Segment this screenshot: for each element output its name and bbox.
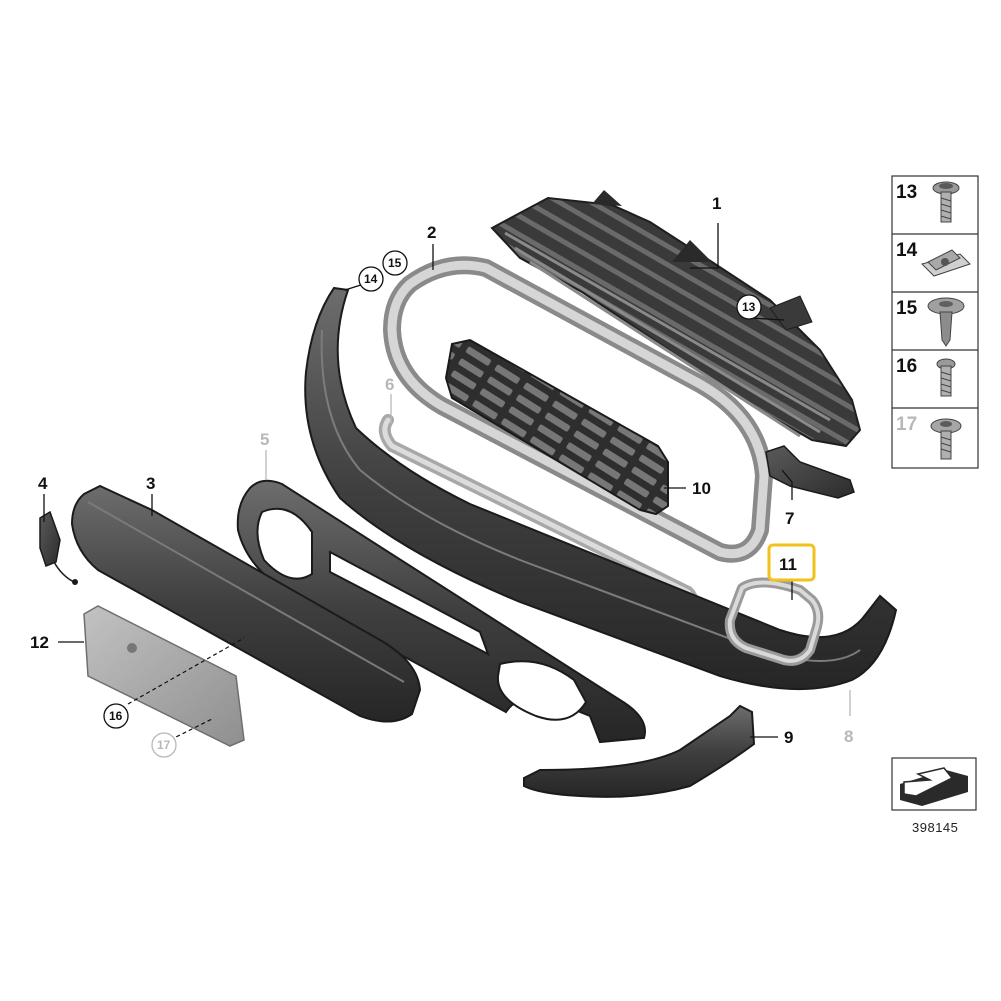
part-7-bracket [765, 445, 855, 499]
label-part-3: 3 [146, 474, 155, 493]
fastener-panel: 13 14 15 16 17 [891, 175, 979, 469]
label-part-6: 6 [385, 375, 394, 394]
callout-14: 14 [358, 266, 384, 292]
part-8-bumper-cover [304, 286, 898, 691]
callout-15: 15 [382, 250, 408, 276]
fastener-number-15: 15 [896, 298, 918, 319]
fastener-number-17: 17 [896, 414, 917, 435]
svg-text:13: 13 [742, 300, 756, 314]
label-part-9: 9 [784, 728, 793, 747]
svg-text:17: 17 [157, 738, 171, 752]
label-part-2: 2 [427, 223, 436, 242]
part-10-mesh-grille [444, 338, 669, 516]
part-9-lip-spoiler [523, 704, 756, 798]
fastener-number-13: 13 [896, 182, 917, 203]
push-rivet-icon [927, 297, 965, 347]
part-2-grille-surround [383, 256, 773, 563]
clip-nut-icon [921, 249, 971, 277]
part-5-lower-grille-frame [236, 479, 646, 744]
part-11-fog-light-trim [724, 577, 824, 666]
label-part-12: 12 [30, 633, 49, 652]
callout-17: 17 [151, 732, 177, 758]
fastener-number-14: 14 [896, 240, 918, 261]
part-4-side-insert [39, 510, 78, 585]
label-part-11: 11 [779, 555, 797, 574]
label-part-4: 4 [38, 474, 48, 493]
part-12-license-plate-base [83, 605, 245, 747]
label-part-5: 5 [260, 430, 269, 449]
label-part-7: 7 [785, 509, 794, 528]
fastener-number-16: 16 [896, 356, 917, 377]
bolt-icon [936, 358, 956, 397]
svg-text:15: 15 [388, 256, 402, 270]
part-3-lower-panel [70, 484, 422, 723]
svg-text:14: 14 [364, 272, 378, 286]
label-part-1: 1 [712, 194, 721, 213]
label-part-10: 10 [692, 479, 711, 498]
reference-arrow-icon [891, 757, 977, 811]
callout-13: 13 [736, 294, 762, 320]
label-part-8: 8 [844, 727, 853, 746]
svg-text:16: 16 [109, 709, 123, 723]
highlight-box-part-11 [767, 543, 816, 582]
screw-icon [932, 181, 960, 223]
part-1-upper-grille [490, 190, 862, 448]
callout-16: 16 [103, 703, 129, 729]
flange-screw-icon [930, 418, 962, 460]
reference-number: 398145 [912, 820, 958, 835]
